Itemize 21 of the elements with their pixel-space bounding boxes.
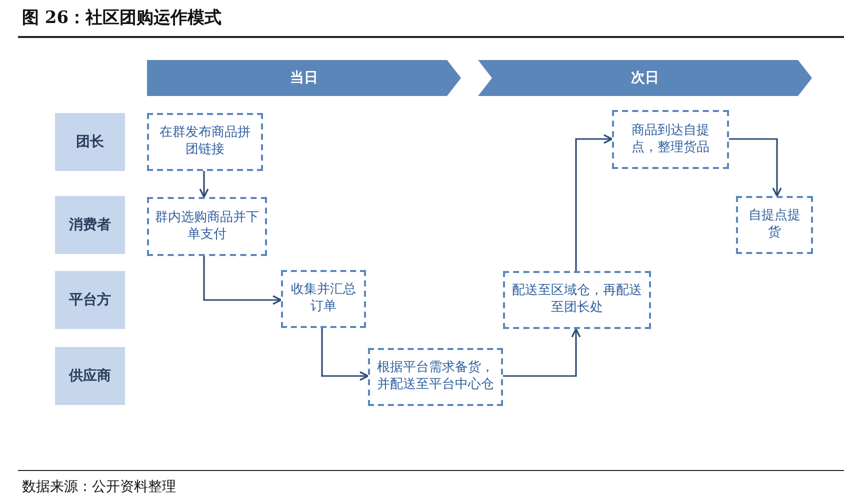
node-text: 当日	[290, 69, 318, 87]
connector-arrow	[321, 328, 369, 381]
process-box: 商品到达自提点，整理货品	[612, 110, 729, 169]
process-box: 群内选购商品并下单支付	[147, 197, 267, 256]
process-box: 根据平台需求备货，并配送至平台中心仓	[368, 348, 503, 406]
connector-arrow	[729, 138, 782, 197]
connector-arrow	[503, 328, 581, 377]
process-box: 配送至区域仓，再配送至团长处	[503, 271, 651, 329]
process-box: 收集并汇总订单	[281, 270, 366, 328]
source-note: 数据来源：公开资料整理	[22, 478, 176, 496]
connector-arrow	[575, 134, 613, 271]
figure-title: 图 26：社区团购运作模式	[22, 7, 222, 29]
role-box: 平台方	[55, 271, 125, 329]
connector-arrow	[203, 256, 282, 305]
process-box: 自提点提货	[736, 196, 813, 254]
role-box: 供应商	[55, 347, 125, 405]
node-text: 次日	[631, 69, 659, 87]
process-box: 在群发布商品拼团链接	[147, 113, 263, 171]
connector-arrow	[199, 171, 209, 198]
role-box: 团长	[55, 113, 125, 171]
role-box: 消费者	[55, 196, 125, 254]
